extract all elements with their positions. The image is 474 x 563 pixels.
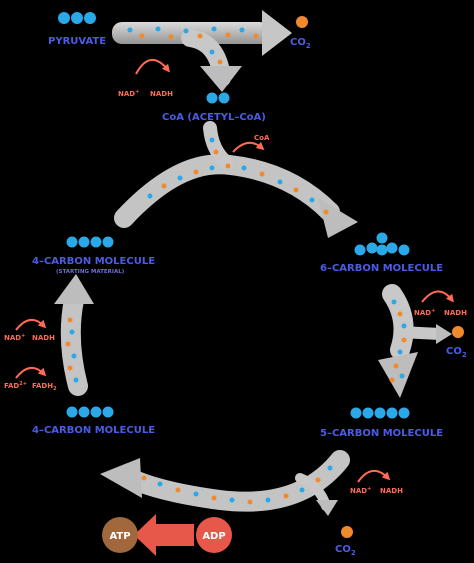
top-down-arrow xyxy=(181,29,242,92)
adp-label: ADP xyxy=(202,531,225,542)
nadh-bottom-label: NADH xyxy=(380,487,403,495)
bottom-nad-arrow xyxy=(357,470,391,483)
six-carbon-molecule xyxy=(354,232,410,256)
right-nad-arrow xyxy=(421,290,454,303)
adp-circle xyxy=(196,517,232,553)
nad-right-label: NAD xyxy=(414,309,431,317)
four-carbon-left-label: 4–CARBON MOLECULE xyxy=(32,425,155,436)
svg-text:NAD+: NAD+ xyxy=(414,308,435,317)
coa-out-label: CoA xyxy=(254,134,270,142)
left-nad-arrow xyxy=(15,319,47,331)
fad-left-label: FAD xyxy=(4,382,19,390)
fadh-left-label: FADH xyxy=(32,382,53,390)
svg-text:NAD+: NAD+ xyxy=(118,89,139,98)
upper-arc-particles xyxy=(147,137,329,215)
left-fad-arrow xyxy=(15,367,47,379)
co2-right-atom xyxy=(452,326,464,338)
acetyl-coa-label: CoA (ACETYL–CoA) xyxy=(162,112,266,123)
co2-bottom-atom xyxy=(341,526,353,538)
co2-top-atom xyxy=(296,16,308,28)
nad-top-label: NAD xyxy=(118,90,135,98)
four-carbon-start-label: 4–CARBON MOLECULE xyxy=(32,256,155,267)
svg-text:CO2: CO2 xyxy=(446,346,467,359)
six-carbon-label: 6–CARBON MOLECULE xyxy=(320,263,443,274)
nadh-top-label: NADH xyxy=(150,90,173,98)
pyruvate-molecule xyxy=(58,12,96,24)
co2-right-label: CO xyxy=(446,346,462,357)
nadh-left-label: NADH xyxy=(32,334,55,342)
svg-text:FADH2: FADH2 xyxy=(32,382,57,392)
svg-text:CO2: CO2 xyxy=(335,544,356,557)
right-descending-arrow xyxy=(378,284,452,398)
five-carbon-molecule xyxy=(350,407,410,419)
four-carbon-left-molecule xyxy=(66,406,114,418)
top-nad-arrow xyxy=(135,59,171,75)
bottom-arc-particles xyxy=(141,465,333,505)
top-arrow-particles xyxy=(127,26,259,65)
svg-text:FAD2+: FAD2+ xyxy=(4,381,27,390)
nad-left-label: NAD xyxy=(4,334,21,342)
atp-circle xyxy=(102,517,138,553)
starting-material-label: (STARTING MATERIAL) xyxy=(56,269,125,275)
five-carbon-label: 5–CARBON MOLECULE xyxy=(320,428,443,439)
svg-text:NAD+: NAD+ xyxy=(350,486,371,495)
svg-text:CO2: CO2 xyxy=(290,37,311,50)
adp-to-atp-arrow xyxy=(134,514,194,556)
acetyl-coa-molecule xyxy=(206,92,230,104)
svg-text:NAD+: NAD+ xyxy=(4,333,25,342)
nad-bottom-label: NAD xyxy=(350,487,367,495)
nadh-right-label: NADH xyxy=(444,309,467,317)
co2-bottom-label: CO xyxy=(335,544,351,555)
atp-label: ATP xyxy=(109,531,130,542)
co2-top-label: CO xyxy=(290,37,306,48)
right-arrow-particles xyxy=(389,299,407,383)
bottom-arc-arrow xyxy=(100,450,350,516)
left-arrow-particles xyxy=(65,317,79,383)
pyruvate-label: PYRUVATE xyxy=(48,36,106,47)
four-carbon-start-molecule xyxy=(66,236,114,248)
coa-out-arrow xyxy=(232,141,265,153)
left-ascending-arrow xyxy=(54,274,94,396)
